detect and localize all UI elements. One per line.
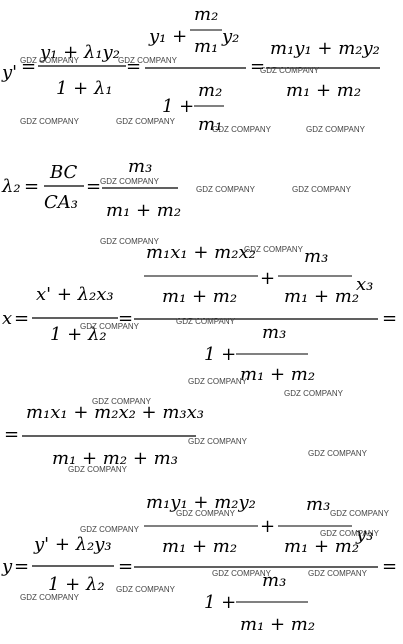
- watermark: GDZ COMPANY: [68, 465, 127, 474]
- eq1-lhs: y': [1, 62, 17, 83]
- eq1-den2-frac-den: m₁: [198, 114, 222, 135]
- eq3-plus: +: [260, 268, 275, 289]
- watermark: GDZ COMPANY: [100, 237, 159, 246]
- eq2-lhs: λ₂: [1, 176, 21, 197]
- eq3-equals-1: =: [14, 308, 29, 329]
- eq2-equals-2: =: [86, 176, 101, 197]
- eq1-den3: m₁ + m₂: [286, 80, 361, 101]
- watermark: GDZ COMPANY: [116, 585, 175, 594]
- eq4-den: m₁ + m₂ + m₃: [52, 448, 178, 469]
- watermark: GDZ COMPANY: [92, 397, 151, 406]
- eq5-den-frac-den: m₁ + m₂: [240, 614, 315, 635]
- eq4-num: m₁x₁ + m₂x₂ + m₃x₃: [26, 402, 204, 423]
- watermark: GDZ COMPANY: [284, 389, 343, 398]
- eq1-num2-frac-num: m₂: [194, 4, 218, 25]
- equation-5: y = y' + λ₂y₃ 1 + λ₂ = m₁y₁ + m₂y₂ m₁ + …: [1, 492, 397, 635]
- eq1-num1: y₁ + λ₁y₂: [39, 42, 120, 63]
- watermark: GDZ COMPANY: [80, 322, 139, 331]
- watermark: GDZ COMPANY: [20, 117, 79, 126]
- eq1-num3: m₁y₁ + m₂y₂: [270, 38, 380, 59]
- eq2-num1: BC: [49, 162, 78, 183]
- eq3-num1: x' + λ₂x₃: [36, 284, 114, 305]
- eq3-den-part-a: 1 +: [204, 344, 236, 365]
- watermark: GDZ COMPANY: [330, 509, 389, 518]
- eq3-equals-2: =: [118, 308, 133, 329]
- equation-4: = m₁x₁ + m₂x₂ + m₃x₃ m₁ + m₂ + m₃: [4, 402, 204, 469]
- eq5-num1: y' + λ₂y₃: [33, 534, 112, 555]
- eq4-equals: =: [4, 424, 19, 445]
- eq1-den1: 1 + λ₁: [56, 78, 113, 99]
- eq1-equals-2: =: [126, 56, 141, 77]
- eq3-equals-3: =: [382, 308, 397, 329]
- eq3-den1: 1 + λ₂: [50, 324, 107, 345]
- watermark: GDZ COMPANY: [308, 449, 367, 458]
- eq3-inner-den2: m₁ + m₂: [284, 286, 359, 307]
- eq5-inner-den2: m₁ + m₂: [284, 536, 359, 557]
- eq2-den1: CA₃: [44, 192, 78, 213]
- eq1-num2-frac-den: m₁: [194, 36, 218, 57]
- eq5-equals-2: =: [118, 556, 133, 577]
- watermark: GDZ COMPANY: [100, 177, 159, 186]
- watermark: GDZ COMPANY: [80, 525, 139, 534]
- watermark: GDZ COMPANY: [176, 509, 235, 518]
- eq3-den-frac-den: m₁ + m₂: [240, 364, 315, 385]
- eq5-lhs: y: [1, 556, 13, 577]
- eq3-lhs: x: [2, 308, 12, 329]
- watermark: GDZ COMPANY: [306, 125, 365, 134]
- eq5-plus: +: [260, 516, 275, 537]
- eq1-num2-part-a: y₁ +: [148, 26, 187, 47]
- eq2-equals-1: =: [24, 176, 39, 197]
- eq5-equals-3: =: [382, 556, 397, 577]
- watermark: GDZ COMPANY: [308, 569, 367, 578]
- eq5-den-frac-num: m₃: [262, 570, 286, 591]
- eq2-den2: m₁ + m₂: [106, 200, 181, 221]
- watermark: GDZ COMPANY: [116, 117, 175, 126]
- equation-2: λ₂ = BC CA₃ = m₃ m₁ + m₂: [1, 156, 181, 221]
- watermark: GDZ COMPANY: [188, 437, 247, 446]
- eq5-den-part-a: 1 +: [204, 592, 236, 613]
- watermark: GDZ COMPANY: [244, 245, 303, 254]
- watermark: GDZ COMPANY: [320, 529, 379, 538]
- eq5-den1: 1 + λ₂: [48, 574, 105, 595]
- eq5-inner-num2: m₃: [306, 494, 330, 515]
- eq3-inner-den1: m₁ + m₂: [162, 286, 237, 307]
- eq1-num2-part-b: y₂: [221, 26, 239, 47]
- eq3-inner-num1: m₁x₁ + m₂x₂: [146, 242, 256, 263]
- watermark: GDZ COMPANY: [260, 66, 319, 75]
- equation-1: y' = y₁ + λ₁y₂ 1 + λ₁ = y₁ + m₂ m₁ y₂ 1 …: [1, 4, 380, 135]
- eq1-den2-frac-num: m₂: [198, 80, 222, 101]
- eq1-equals-1: =: [21, 56, 36, 77]
- watermark: GDZ COMPANY: [212, 569, 271, 578]
- watermark: GDZ COMPANY: [196, 185, 255, 194]
- eq1-equals-3: =: [250, 56, 265, 77]
- watermark: GDZ COMPANY: [176, 317, 235, 326]
- watermark: GDZ COMPANY: [20, 593, 79, 602]
- eq3-den-frac-num: m₃: [262, 322, 286, 343]
- eq5-equals-1: =: [14, 556, 29, 577]
- watermark: GDZ COMPANY: [292, 185, 351, 194]
- equation-3: x = x' + λ₂x₃ 1 + λ₂ = m₁x₁ + m₂x₂ m₁ + …: [2, 242, 397, 385]
- eq1-den2-part-a: 1 +: [162, 96, 194, 117]
- watermark: GDZ COMPANY: [212, 125, 271, 134]
- eq5-inner-num1: m₁y₁ + m₂y₂: [146, 492, 256, 513]
- watermark: GDZ COMPANY: [118, 56, 177, 65]
- eq5-inner-tail: y₃: [355, 524, 373, 545]
- eq2-num2: m₃: [128, 156, 152, 177]
- eq3-inner-num2: m₃: [304, 246, 328, 267]
- watermark: GDZ COMPANY: [188, 377, 247, 386]
- eq5-inner-den1: m₁ + m₂: [162, 536, 237, 557]
- watermark: GDZ COMPANY: [20, 56, 79, 65]
- eq3-inner-tail: x₃: [356, 274, 373, 295]
